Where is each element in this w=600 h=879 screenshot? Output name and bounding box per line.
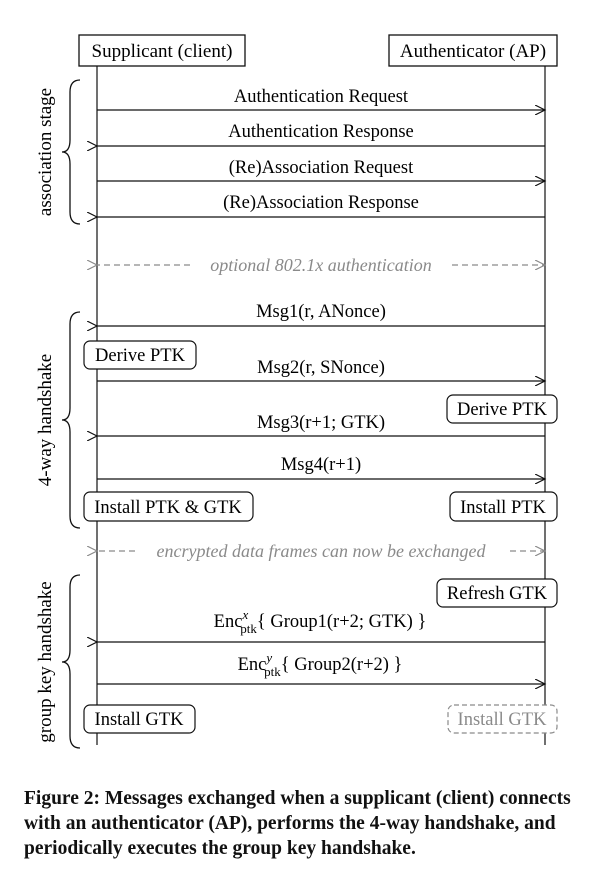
participant-supplicant-label: Supplicant (client) (92, 41, 233, 62)
message-msg3-label: Msg3(r+1; GTK) (257, 413, 385, 433)
action-install-gtk-client: Install GTK (83, 704, 196, 734)
stage-association-label: association stage (35, 88, 56, 216)
figure-caption: Figure 2: Messages exchanged when a supp… (24, 788, 571, 859)
action-derive-ptk-ap-label: Derive PTK (457, 400, 548, 420)
message-reassoc-response-label: (Re)Association Response (223, 193, 419, 213)
action-install-gtk-ap: Install GTK (447, 704, 558, 734)
action-install-gtk-client-label: Install GTK (95, 710, 185, 730)
action-derive-ptk-ap: Derive PTK (446, 394, 558, 424)
action-refresh-gtk-ap: Refresh GTK (436, 578, 558, 608)
action-refresh-gtk-ap-label: Refresh GTK (447, 584, 548, 604)
action-install-ptk-ap-label: Install PTK (460, 498, 546, 518)
message-auth-response-label: Authentication Response (228, 122, 413, 142)
message-auth-request-label: Authentication Request (234, 87, 409, 107)
brace-group-key (61, 574, 81, 749)
message-msg1-label: Msg1(r, ANonce) (256, 302, 386, 322)
participant-supplicant: Supplicant (client) (78, 34, 246, 67)
brace-four-way (61, 311, 81, 529)
action-derive-ptk-client-label: Derive PTK (95, 346, 186, 366)
action-install-gtk-ap-label: Install GTK (458, 710, 548, 730)
action-install-ptk-ap: Install PTK (449, 491, 558, 522)
brace-association (61, 79, 81, 225)
action-install-ptk-gtk-client-label: Install PTK & GTK (94, 498, 242, 518)
message-optional-8021x-label: optional 802.1x authentication (210, 255, 431, 275)
message-reassoc-request-label: (Re)Association Request (229, 158, 414, 178)
stage-four-way-label: 4-way handshake (35, 354, 56, 486)
message-msg2-label: Msg2(r, SNonce) (257, 358, 385, 378)
participant-authenticator: Authenticator (AP) (388, 34, 558, 67)
stage-group-key-label: group key handshake (35, 581, 56, 742)
message-encrypted-frames-label: encrypted data frames can now be exchang… (157, 541, 487, 561)
action-derive-ptk-client: Derive PTK (83, 340, 197, 370)
action-install-ptk-gtk-client: Install PTK & GTK (83, 491, 254, 522)
message-msg4-label: Msg4(r+1) (281, 455, 361, 475)
participant-authenticator-label: Authenticator (AP) (400, 41, 546, 62)
sequence-diagram: Supplicant (client) Authenticator (AP) a… (35, 34, 558, 749)
